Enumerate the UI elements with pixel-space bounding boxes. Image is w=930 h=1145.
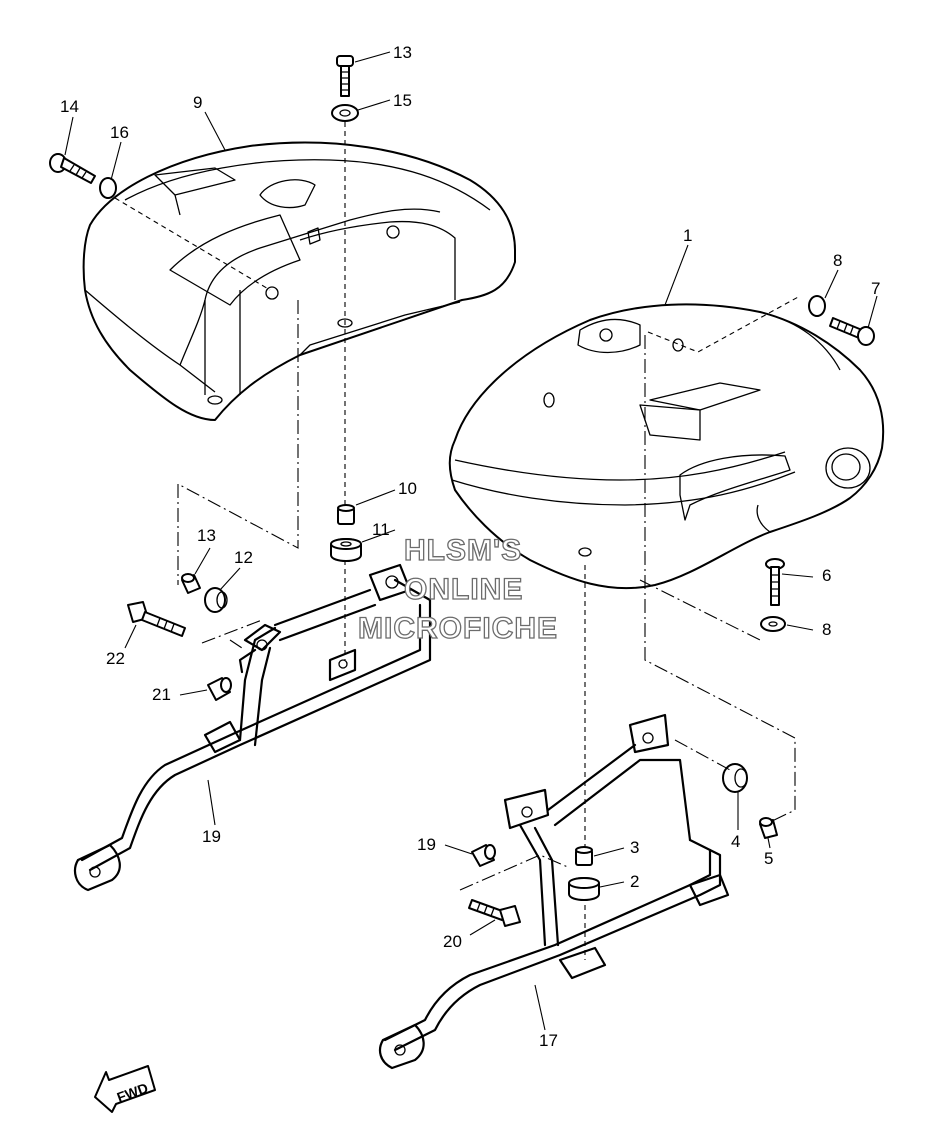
collar-right <box>575 846 593 866</box>
callout-14: 13 <box>393 43 412 62</box>
callout-5: 5 <box>764 849 773 868</box>
callout-12: 12 <box>234 548 253 567</box>
left-saddlebag <box>82 141 516 421</box>
watermark-line-2: ONLINE <box>404 573 523 606</box>
bolt-left-side <box>49 153 96 184</box>
callout-7: 7 <box>871 279 880 298</box>
cap-right <box>471 844 496 867</box>
callout-11: 10 <box>398 479 417 498</box>
callout-8-top: 8 <box>833 251 842 270</box>
grommet-left <box>330 538 362 562</box>
right-saddlebag <box>448 303 885 590</box>
right-bracket <box>378 713 730 1070</box>
callout-6: 6 <box>822 566 831 585</box>
callout-3: 3 <box>630 838 639 857</box>
callout-8-bottom: 8 <box>822 620 831 639</box>
washer-right-lower <box>760 616 786 632</box>
callout-15: 14 <box>60 97 79 116</box>
watermark: HLSM'S ONLINE MICROFICHE <box>357 533 558 645</box>
grommet-right <box>568 877 600 901</box>
callout-2: 2 <box>630 872 639 891</box>
callout-10: 11 <box>372 520 390 539</box>
damper-left <box>204 587 228 613</box>
cap-left <box>207 677 232 701</box>
washer-left-top <box>331 104 359 122</box>
callout-16-side: 16 <box>110 123 129 142</box>
callout-13: 13 <box>197 526 216 545</box>
callout-19: 20 <box>443 932 462 951</box>
callout-16-top: 15 <box>393 91 412 110</box>
collar-left-front <box>181 573 201 594</box>
bolt-right-lower <box>765 558 785 606</box>
bolt-left-bracket <box>127 601 186 637</box>
callout-17: 17 <box>539 1031 558 1050</box>
callout-9: 9 <box>193 93 202 112</box>
bolt-right-upper <box>829 317 875 346</box>
callout-21: 21 <box>152 685 171 704</box>
fwd-arrow-icon: FWD <box>94 1065 156 1113</box>
callout-4: 4 <box>731 832 740 851</box>
callout-1: 1 <box>683 226 692 245</box>
watermark-line-1: HLSM'S <box>404 534 522 567</box>
callout-22: 22 <box>106 649 125 668</box>
washer-right-upper <box>808 295 826 317</box>
watermark-line-3: MICROFICHE <box>358 612 558 645</box>
left-bracket <box>73 563 432 892</box>
bolt-left-top <box>336 55 354 97</box>
washer-left-side <box>99 177 117 199</box>
callout-20: 19 <box>202 827 221 846</box>
collar-right-rear <box>759 817 778 839</box>
collar-left <box>337 504 355 525</box>
callout-18: 19 <box>417 835 436 854</box>
bolt-right-bracket <box>468 899 521 927</box>
damper-right <box>722 763 748 793</box>
